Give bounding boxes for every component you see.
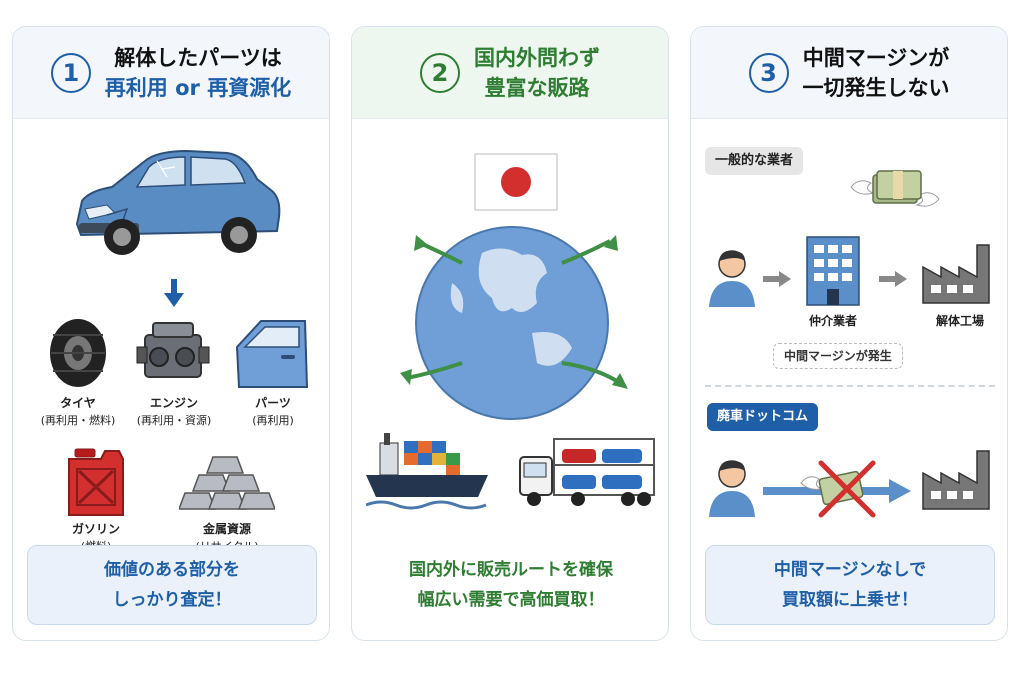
engine-icon	[136, 322, 210, 378]
person-icon	[709, 250, 755, 307]
card-header: 1 解体したパーツは 再利用 or 再資源化	[13, 27, 329, 119]
office-building-icon	[806, 236, 860, 306]
step-number: 3	[748, 52, 789, 93]
card-title: 中間マージンが 一切発生しない	[803, 43, 950, 103]
car-carrier-truck-icon	[519, 438, 655, 506]
cross-mark-icon	[818, 460, 876, 518]
japan-flag-icon	[474, 153, 558, 211]
card-title: 国内外問わず 豊富な販路	[474, 43, 600, 103]
item-label: パーツ (再利用)	[223, 395, 323, 429]
item-label: エンジン (再利用・資源)	[118, 395, 230, 429]
arrow-right-icon	[879, 271, 907, 287]
card-no-margin: 3 中間マージンが 一切発生しない 一般的な業者 仲介業者 解体工	[690, 26, 1008, 641]
footer-line-2: 幅広い需要で高価買取！	[417, 590, 605, 610]
item-label: タイヤ (再利用・燃料)	[23, 395, 133, 429]
step-number: 1	[50, 52, 91, 93]
footer-line-1: 価値のある部分を	[104, 560, 240, 580]
factory-icon	[922, 450, 990, 510]
item-name: エンジン	[149, 396, 198, 410]
item-sub: (再利用・燃料)	[40, 414, 116, 427]
footer-message: 価値のある部分を しっかり査定！	[27, 545, 317, 625]
metal-ingots-icon	[179, 456, 275, 510]
general-dealer-tag: 一般的な業者	[705, 147, 804, 175]
title-line-2: 再利用 or 再資源化	[104, 75, 292, 100]
step-number: 2	[420, 52, 460, 93]
cargo-ship-icon	[366, 433, 488, 510]
card-title: 解体したパーツは 再利用 or 再資源化	[105, 43, 291, 103]
factory-icon	[922, 244, 990, 304]
factory-label: 解体工場	[935, 314, 984, 328]
footer-line-1: 国内外に販売ルートを確保	[409, 560, 613, 580]
arrow-right-icon	[763, 271, 791, 287]
item-name: タイヤ	[60, 396, 96, 410]
card-header: 3 中間マージンが 一切発生しない	[691, 27, 1007, 119]
company-tag: 廃車ドットコム	[707, 403, 819, 431]
car-door-icon	[235, 320, 309, 388]
footer-line-2: しっかり査定！	[112, 590, 232, 610]
broker-label: 仲介業者	[808, 314, 857, 328]
title-line-1: 国内外問わず	[474, 45, 600, 70]
card-header: 2 国内外問わず 豊富な販路	[352, 27, 668, 119]
title-line-2: 豊富な販路	[484, 75, 590, 100]
flying-money-icon	[850, 170, 940, 207]
arrow-down-icon	[164, 279, 184, 307]
title-line-2: 一切発生しない	[802, 75, 950, 100]
card-reuse-parts: 1 解体したパーツは 再利用 or 再資源化 タイヤ (再利用・燃料)	[12, 26, 330, 641]
footer-line-1: 中間マージンなしで	[773, 560, 927, 580]
footer-message: 中間マージンなしで 買取額に上乗せ！	[705, 545, 995, 625]
title-line-1: 解体したパーツは	[114, 45, 282, 70]
footer-message: 国内外に販売ルートを確保 幅広い需要で高価買取！	[366, 545, 656, 625]
divider	[705, 385, 995, 387]
globe-icon	[400, 226, 628, 420]
title-line-1: 中間マージンが	[802, 45, 950, 70]
jerry-can-icon	[68, 448, 124, 516]
card-sales-channels: 2 国内外問わず 豊富な販路	[351, 26, 669, 641]
item-name: パーツ	[255, 396, 291, 410]
item-name: 金属資源	[202, 522, 251, 536]
tire-icon	[50, 319, 106, 387]
item-sub: (再利用・資源)	[136, 414, 212, 427]
person-icon	[709, 460, 755, 517]
damaged-car-icon	[75, 149, 281, 255]
footer-line-2: 買取額に上乗せ！	[782, 590, 918, 610]
margin-note: 中間マージンが発生	[773, 343, 903, 369]
item-sub: (再利用)	[252, 414, 294, 427]
item-name: ガソリン	[71, 522, 120, 536]
